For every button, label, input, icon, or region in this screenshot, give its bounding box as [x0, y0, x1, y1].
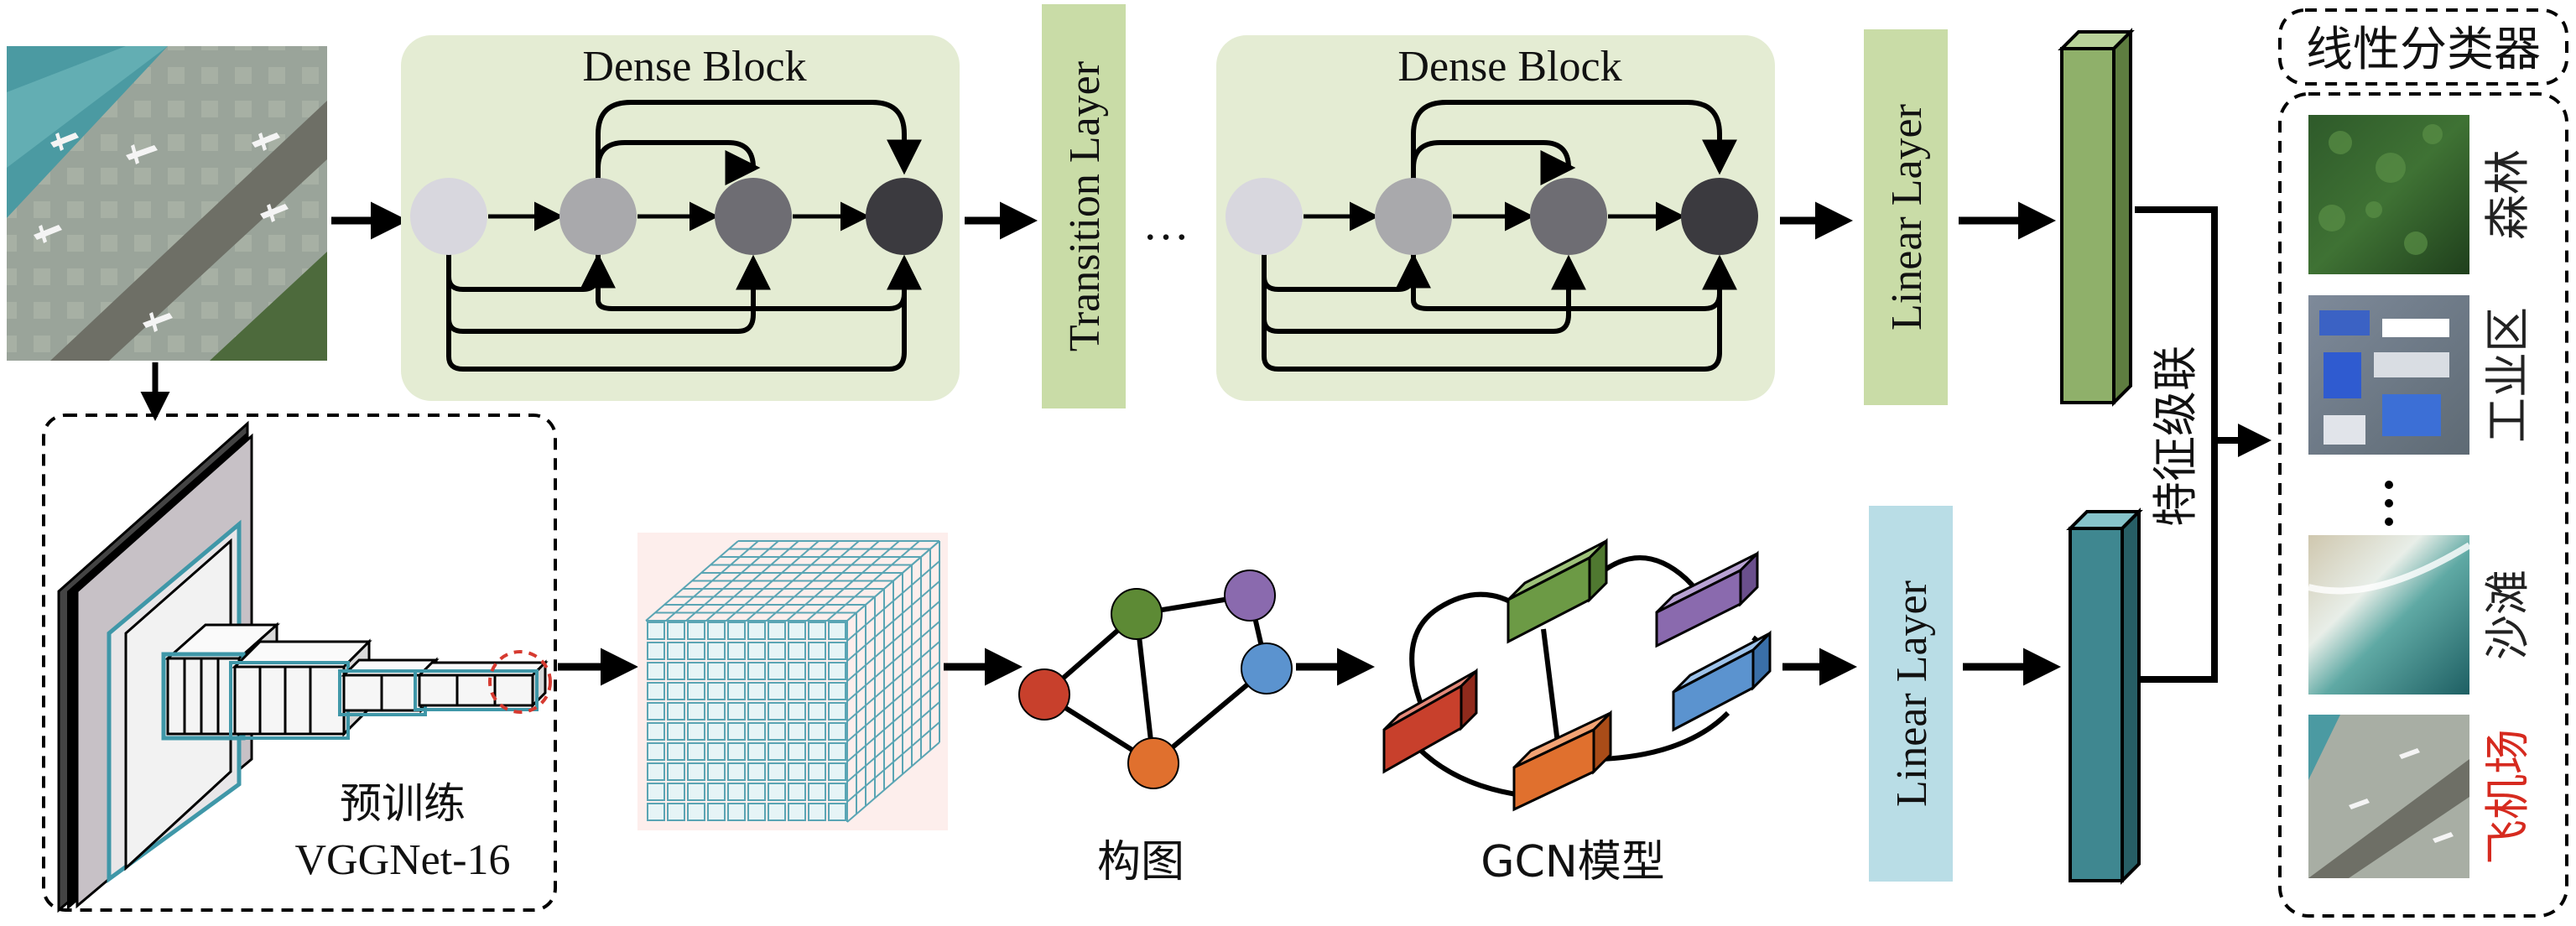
graph-label: 构图	[1097, 837, 1184, 887]
dense2-node-3	[1530, 178, 1607, 255]
linear-layer-bottom: Linear Layer	[1869, 506, 1953, 882]
graph-construction: 构图	[1018, 570, 1293, 887]
concat-label: 特征级联	[2149, 346, 2202, 527]
class-label-industrial: 工业区	[2481, 307, 2534, 443]
linear-layer-top: Linear Layer	[1864, 29, 1948, 405]
ellipsis-dot-2	[2385, 499, 2393, 507]
ellipsis: …	[1142, 198, 1189, 250]
dense2-node-2	[1375, 178, 1452, 255]
dense1-node-1	[410, 178, 487, 255]
gcn-label: GCN模型	[1481, 837, 1665, 887]
graph-node-purple	[1224, 570, 1276, 622]
dense1-node-3	[715, 178, 792, 255]
ellipsis-dot-1	[2385, 481, 2393, 489]
feature-vector-green	[2058, 28, 2135, 407]
vgg-pretrained-box: 预训练 VGGNet-16	[42, 414, 557, 913]
feature-tensor	[637, 533, 948, 830]
pretrain-label: 预训练	[340, 779, 466, 828]
class-label-forest: 森林	[2481, 149, 2534, 240]
dense-block-2: Dense Block	[1216, 35, 1775, 401]
linear-layer-top-label: Linear Layer	[1883, 104, 1931, 330]
graph-node-red	[1018, 668, 1070, 721]
ellipsis-dot-3	[2385, 518, 2393, 526]
class-label-airport: 飞机场	[2481, 729, 2534, 865]
transition-layer-label: Transition Layer	[1061, 61, 1109, 351]
dense-block-2-title: Dense Block	[1397, 43, 1621, 91]
feature-concat-bracket	[2135, 206, 2272, 683]
dense1-node-4	[866, 178, 943, 255]
classifier-title: 线性分类器	[2306, 23, 2541, 77]
dense1-node-2	[559, 178, 637, 255]
transition-layer: Transition Layer	[1042, 4, 1126, 408]
class-label-beach: 沙滩	[2481, 570, 2534, 660]
linear-classifier: 线性分类器 森林 工业区 沙滩	[2278, 8, 2568, 918]
graph-node-blue	[1241, 642, 1293, 694]
dense2-node-1	[1226, 178, 1303, 255]
feature-vector-teal	[2066, 507, 2143, 885]
dense-block-1-title: Dense Block	[582, 43, 806, 91]
vgg-label: VGGNet-16	[294, 836, 510, 884]
airport-input-image	[7, 46, 327, 361]
graph-node-orange	[1127, 737, 1179, 789]
dense2-node-4	[1681, 178, 1758, 255]
dense-block-1: Dense Block	[401, 35, 960, 401]
graph-node-green	[1111, 588, 1163, 640]
selected-feature-circle	[488, 650, 552, 714]
linear-layer-bottom-label: Linear Layer	[1888, 580, 1936, 807]
gcn-model: GCN模型	[1382, 538, 1772, 887]
